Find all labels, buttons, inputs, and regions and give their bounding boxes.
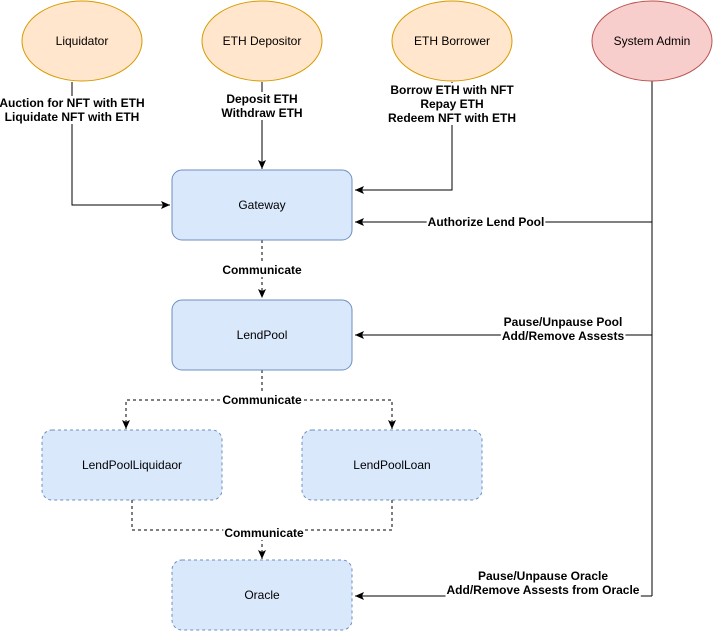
component-gateway-box	[171, 169, 353, 241]
label-communicate-gateway-lendpool: Communicate	[221, 263, 303, 277]
label-authorize-lend-pool: Authorize Lend Pool	[426, 215, 546, 229]
component-lendpool-box	[171, 299, 353, 371]
edge-lendpool-loan	[262, 399, 396, 429]
actor-eth-depositor: ETH Depositor	[201, 0, 323, 82]
actor-eth-depositor-shape	[201, 0, 323, 82]
label-liquidator-actions-line: Liquidate NFT with ETH	[5, 110, 140, 124]
component-lendpool-liquidator: LendPoolLiquidaor	[41, 429, 223, 501]
edge-liquidator-oracle	[131, 500, 266, 559]
component-lendpool-loan-box	[301, 429, 483, 501]
label-pool-admin-bg	[500, 315, 626, 343]
component-lendpool-loan: LendPoolLoan	[301, 429, 483, 501]
label-pool-admin-line: Pause/Unpause Pool	[504, 315, 623, 329]
label-communicate-children-oracle: Communicate	[223, 526, 305, 540]
label-communicate-gateway-lendpool-line: Communicate	[222, 263, 302, 277]
label-oracle-admin-line: Add/Remove Assests from Oracle	[447, 583, 640, 597]
actor-liquidator-shape	[21, 0, 143, 82]
label-communicate-children-oracle-bg	[223, 526, 305, 540]
label-depositor-actions-line: Withdraw ETH	[221, 106, 302, 120]
label-borrower-actions-line: Repay ETH	[420, 97, 483, 111]
component-lendpool-label: LendPool	[237, 328, 288, 342]
label-borrower-actions-line: Redeem NFT with ETH	[388, 111, 516, 125]
actor-liquidator-label: Liquidator	[56, 34, 109, 48]
component-lendpool: LendPool	[171, 299, 353, 371]
component-lendpool-liquidator-label: LendPoolLiquidaor	[82, 458, 182, 472]
actor-system-admin-label: System Admin	[614, 34, 691, 48]
actor-system-admin: System Admin	[591, 0, 713, 82]
label-liquidator-actions-line: Auction for NFT with ETH	[0, 96, 145, 110]
actor-liquidator: Liquidator	[21, 0, 143, 82]
label-communicate-children-oracle-line: Communicate	[224, 526, 304, 540]
label-communicate-gateway-lendpool-bg	[221, 263, 303, 277]
actor-eth-borrower-label: ETH Borrower	[414, 34, 490, 48]
actor-eth-depositor-label: ETH Depositor	[223, 34, 302, 48]
actor-eth-borrower: ETH Borrower	[391, 0, 513, 82]
label-borrower-actions-line: Borrow ETH with NFT	[390, 83, 514, 97]
actor-eth-borrower-shape	[391, 0, 513, 82]
label-oracle-admin-line: Pause/Unpause Oracle	[478, 569, 608, 583]
label-authorize-lend-pool-bg	[426, 215, 546, 229]
label-pool-admin-line: Add/Remove Assests	[502, 329, 625, 343]
actor-system-admin-shape	[591, 0, 713, 82]
component-oracle-label: Oracle	[244, 588, 280, 602]
edge-lendpool-liquidator	[122, 370, 263, 429]
label-borrower-actions-bg	[386, 83, 518, 125]
label-liquidator-actions-bg	[0, 96, 146, 124]
component-gateway-label: Gateway	[238, 198, 285, 212]
label-depositor-actions-line: Deposit ETH	[226, 92, 297, 106]
component-oracle: Oracle	[171, 559, 353, 631]
component-lendpool-liquidator-box	[41, 429, 223, 501]
label-communicate-lendpool-children: Communicate	[221, 393, 303, 407]
edge-loan-oracle	[262, 500, 393, 531]
component-lendpool-loan-label: LendPoolLoan	[353, 458, 430, 472]
component-gateway: Gateway	[171, 169, 353, 241]
label-depositor-actions-bg	[220, 92, 304, 120]
component-oracle-box	[171, 559, 353, 631]
label-oracle-admin-bg	[445, 569, 641, 597]
label-authorize-lend-pool-line: Authorize Lend Pool	[428, 215, 545, 229]
label-communicate-lendpool-children-line: Communicate	[222, 393, 302, 407]
label-communicate-lendpool-children-bg	[221, 393, 303, 407]
